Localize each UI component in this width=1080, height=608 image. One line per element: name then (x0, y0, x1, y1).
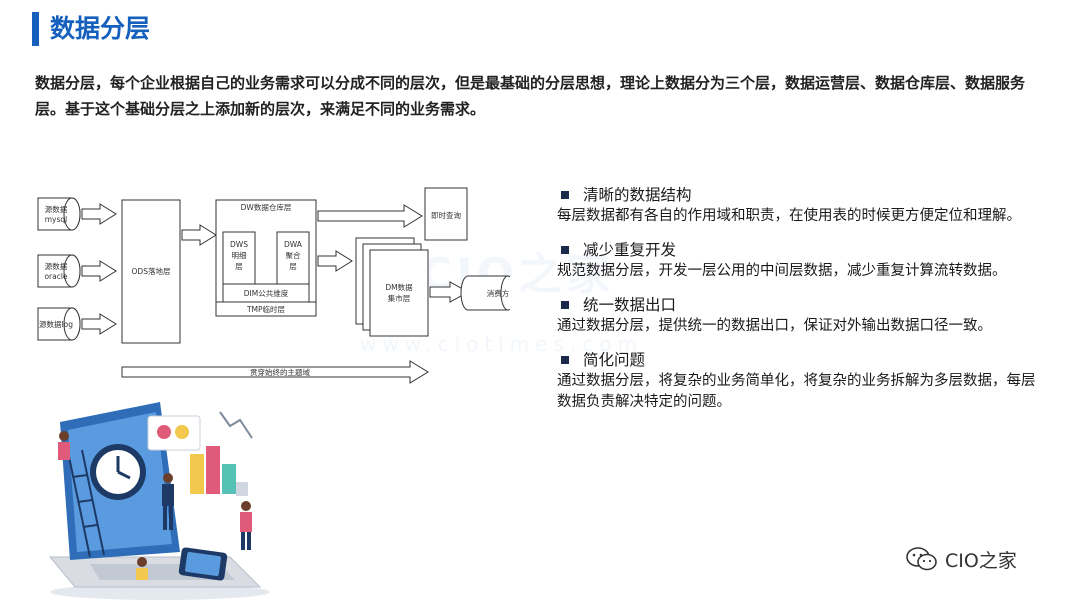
benefit-heading: 减少重复开发 (583, 241, 677, 259)
bullet-square-icon (561, 355, 569, 364)
data-layer-diagram: 源数据 mysql 源数据 oracle 源数据log ODS落地层 DW数据仓… (37, 187, 510, 384)
ods-label: ODS落地层 (132, 266, 171, 276)
arrow-ods-dw (181, 224, 217, 246)
source-oracle-label2: oracle (44, 272, 67, 281)
arrow-log-ods (81, 313, 117, 335)
wechat-icon (906, 547, 937, 571)
dwa-label2: 聚合 (286, 250, 301, 260)
brand-name: CIO之家 (945, 549, 1017, 572)
arrow-mysql-ods (81, 203, 117, 225)
arrow-dm-consumer (429, 281, 470, 303)
benefit-item: 清晰的数据结构 每层数据都有各自的作用域和职责，在使用表的时候更方便定位和理解。 (557, 185, 1047, 227)
tmp-label: TMP临时层 (246, 304, 286, 314)
benefit-heading: 清晰的数据结构 (583, 186, 692, 204)
source-oracle-cylinder (37, 254, 81, 288)
dwa-label3: 层 (289, 262, 297, 271)
adhoc-label: 即时查询 (431, 210, 461, 220)
dws-label3: 层 (235, 262, 243, 271)
benefit-body: 通过数据分层，提供统一的数据出口，保证对外输出数据口径一致。 (557, 318, 992, 334)
adhoc-box (424, 187, 468, 241)
bullet-square-icon (561, 300, 569, 309)
benefit-item: 减少重复开发 规范数据分层，开发一层公用的中间层数据，减少重复计算流转数据。 (557, 240, 1047, 282)
dw-title-label: DW数据仓库层 (241, 202, 292, 212)
bullet-square-icon (561, 190, 569, 199)
benefit-body: 通过数据分层，将复杂的业务简单化，将复杂的业务拆解为多层数据，每层数据负责解决特… (557, 373, 1036, 410)
intro-paragraph: 数据分层，每个企业根据自己的业务需求可以分成不同的层次，但是最基础的分层思想，理… (35, 74, 1026, 118)
benefit-list: 清晰的数据结构 每层数据都有各自的作用域和职责，在使用表的时候更方便定位和理解。… (557, 185, 1047, 426)
dws-label1: DWS (230, 240, 248, 249)
tmp-layer-box (215, 301, 317, 317)
source-oracle-label1: 源数据 (45, 261, 68, 271)
title-accent-bar (32, 12, 39, 46)
source-mysql-cylinder (37, 197, 81, 231)
arrow-subject-domain (121, 360, 429, 384)
source-log-cylinder (37, 307, 81, 341)
dm-label1: DM数据 (385, 282, 413, 292)
benefit-heading: 统一数据出口 (583, 296, 677, 314)
benefit-heading: 简化问题 (583, 351, 646, 369)
arrow-dw-dm (317, 250, 353, 272)
subject-domain-label: 贯穿始终的主题域 (250, 367, 310, 377)
arrow-dw-adhoc (317, 204, 423, 228)
benefit-item: 统一数据出口 通过数据分层，提供统一的数据出口，保证对外输出数据口径一致。 (557, 295, 1047, 337)
ods-layer-box (121, 199, 181, 344)
source-mysql-label2: mysql (45, 215, 68, 224)
benefit-body: 每层数据都有各自的作用域和职责，在使用表的时候更方便定位和理解。 (557, 208, 1021, 224)
dm-label2: 集市层 (388, 293, 411, 303)
dws-label2: 明细 (232, 250, 247, 260)
source-log-label: 源数据log (39, 319, 73, 329)
office-illustration (48, 402, 270, 600)
source-mysql-label1: 源数据 (45, 204, 68, 214)
arrow-oracle-ods (81, 260, 117, 282)
consumer-label: 消费方 (487, 288, 510, 298)
benefit-item: 简化问题 通过数据分层，将复杂的业务简单化，将复杂的业务拆解为多层数据，每层数据… (557, 350, 1047, 413)
brand-mark: CIO之家 (905, 545, 1017, 573)
dim-label: DIM公共维度 (244, 288, 289, 298)
bullet-square-icon (561, 245, 569, 254)
consumer-cylinder (460, 275, 510, 311)
benefit-body: 规范数据分层，开发一层公用的中间层数据，减少重复计算流转数据。 (557, 263, 1007, 279)
dwa-label1: DWA (284, 240, 303, 249)
dm-layer-box (369, 249, 429, 337)
page-title: 数据分层 (50, 14, 151, 43)
